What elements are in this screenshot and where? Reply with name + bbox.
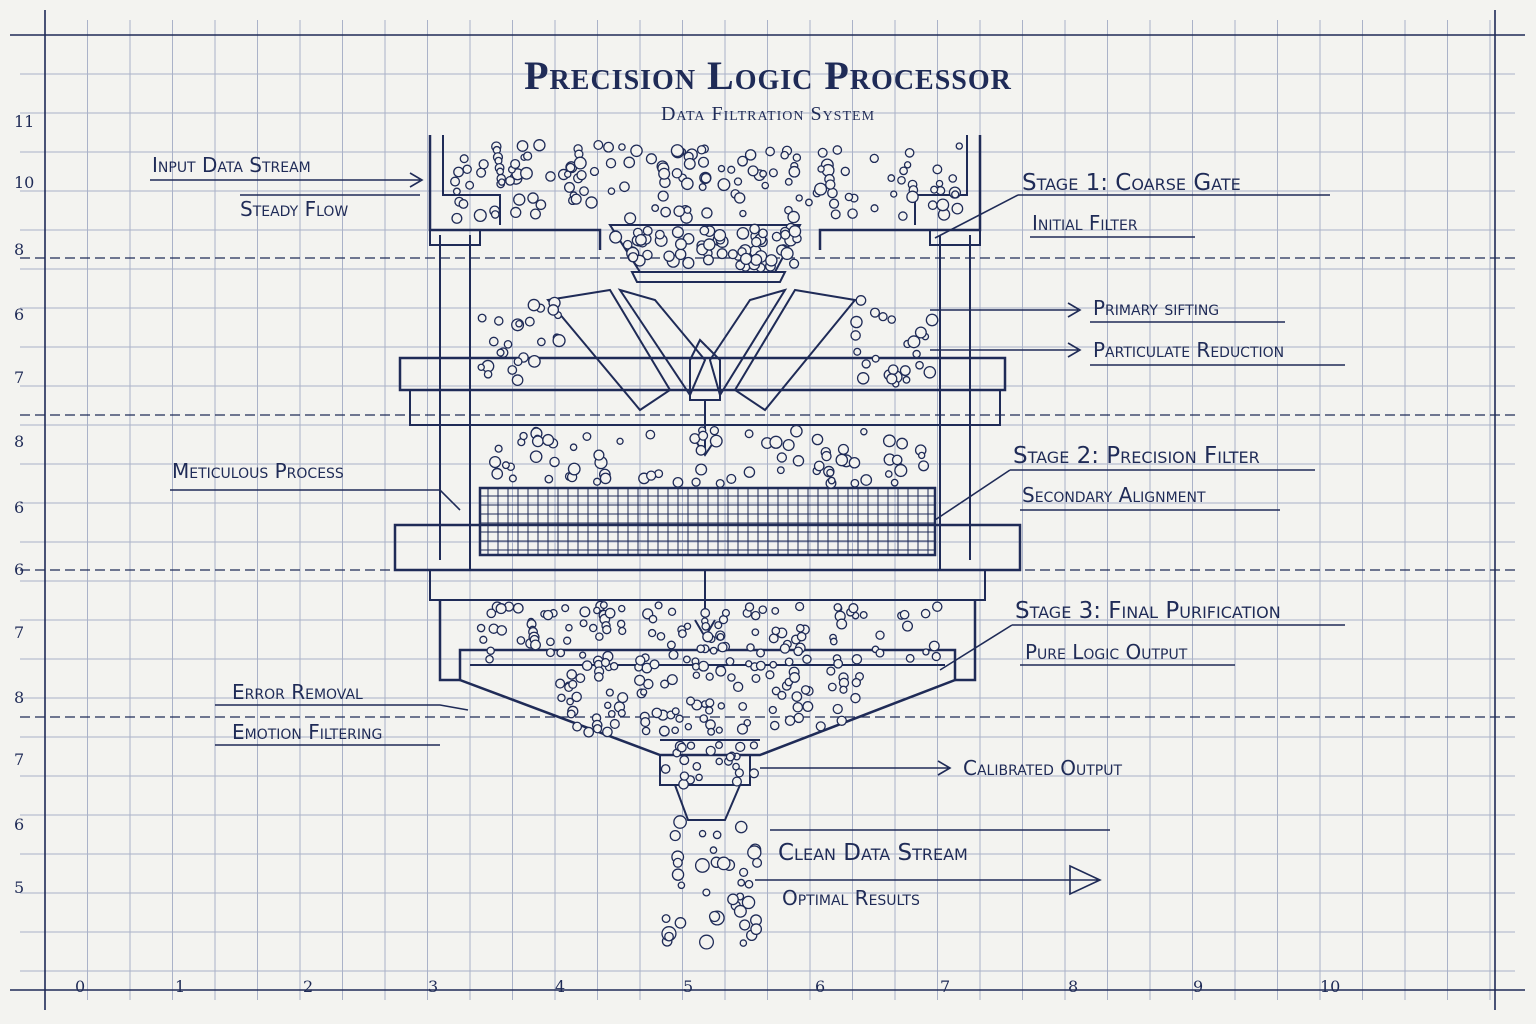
bottom-ruler-tick: 9 [1193,977,1204,996]
left-ruler-tick: 7 [14,368,25,387]
label-error-removal: Error Removal [232,680,363,704]
bottom-ruler-tick: 4 [555,977,566,996]
page-title: Precision Logic Processor [524,53,1012,98]
label-input-data-stream: Input Data Stream [152,153,311,177]
label-primary-sifting: Primary sifting [1093,296,1220,320]
bottom-ruler-tick: 3 [428,977,439,996]
page-subtitle: Data Filtration System [660,103,876,125]
bottom-ruler-tick: 8 [1068,977,1079,996]
label-initial-filter: Initial Filter [1032,211,1138,235]
label-steady-flow: Steady Flow [240,197,349,221]
label-clean-data-stream: Clean Data Stream [778,840,968,866]
leader-lines [150,172,1345,896]
bottom-ruler-tick: 0 [75,977,86,996]
bottom-ruler-tick: 1 [175,977,186,996]
label-meticulous-process: Meticulous Process [172,459,344,483]
filter-machine [393,135,1022,821]
bottom-ruler-tick: 5 [683,977,694,996]
label-secondary-alignment: Secondary Alignment [1022,483,1206,507]
label-emotion-filtering: Emotion Filtering [232,720,383,744]
bottom-ruler-tick: 10 [1320,977,1341,996]
left-ruler-tick: 6 [14,305,25,324]
bottom-ruler-tick: 7 [940,977,951,996]
bottom-ruler-tick: 6 [815,977,826,996]
left-ruler-tick: 11 [14,112,35,131]
left-ruler-tick: 6 [14,815,25,834]
label-stage-1: Stage 1: Coarse Gate [1022,170,1241,196]
left-ruler-tick: 6 [14,560,25,579]
left-ruler-tick: 5 [14,878,25,897]
left-ruler-tick: 8 [14,240,25,259]
label-pure-logic-output: Pure Logic Output [1025,640,1188,664]
data-particles [450,139,964,950]
label-particulate-reduction: Particulate Reduction [1093,338,1285,362]
label-stage-2: Stage 2: Precision Filter [1013,443,1260,469]
left-ruler-tick: 10 [14,173,35,192]
left-ruler-tick: 7 [14,750,25,769]
bottom-ruler-tick: 2 [303,977,314,996]
label-optimal-results: Optimal Results [782,886,920,910]
left-ruler-tick: 6 [14,498,25,517]
label-calibrated-output: Calibrated Output [963,756,1123,780]
left-ruler-tick: 8 [14,432,25,451]
left-ruler-tick: 8 [14,688,25,707]
label-stage-3: Stage 3: Final Purification [1015,598,1281,624]
left-ruler-tick: 7 [14,623,25,642]
